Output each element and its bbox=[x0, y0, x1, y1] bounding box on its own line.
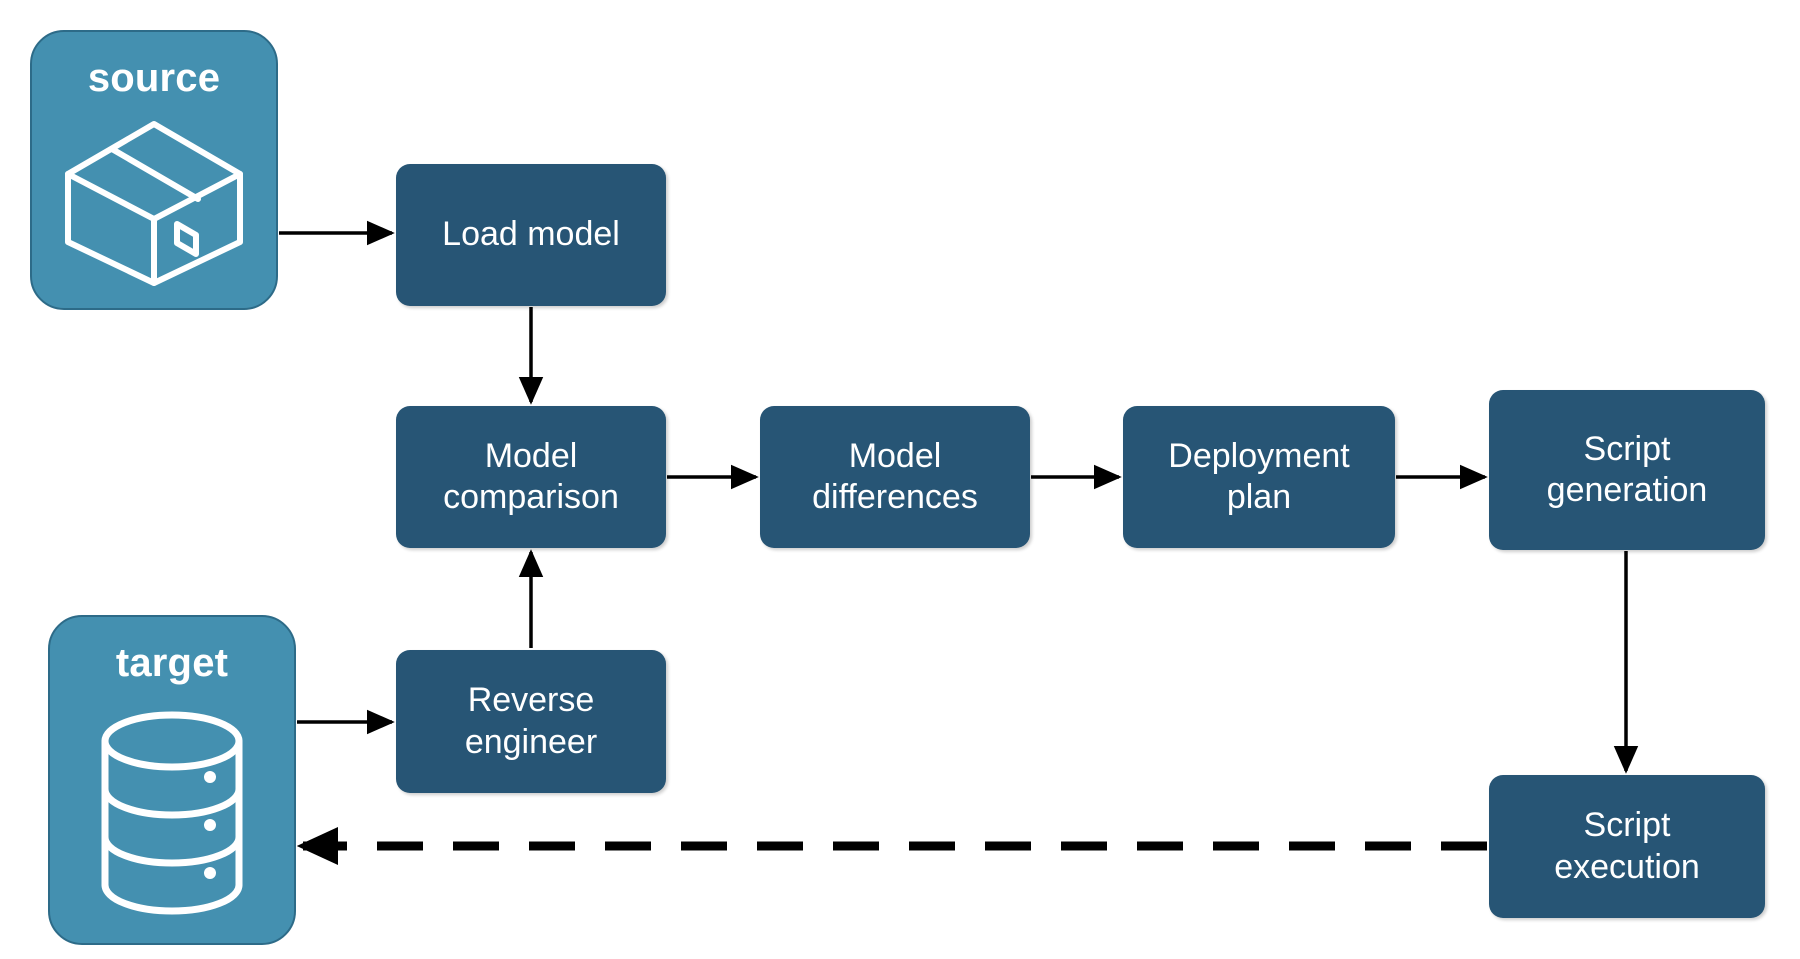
node-script-generation[interactable]: Script generation bbox=[1489, 390, 1765, 550]
node-script-execution[interactable]: Script execution bbox=[1489, 775, 1765, 918]
reverse-engineer-label: Reverse engineer bbox=[464, 681, 598, 761]
database-cylinder-icon bbox=[50, 683, 294, 943]
node-reverse-engineer[interactable]: Reverse engineer bbox=[396, 650, 666, 793]
node-target[interactable]: target bbox=[48, 615, 296, 945]
node-model-comparison[interactable]: Model comparison bbox=[396, 406, 666, 548]
model-comparison-label: Model comparison bbox=[443, 436, 619, 516]
package-box-icon bbox=[32, 98, 276, 308]
script-generation-label: Script generation bbox=[1546, 429, 1708, 509]
source-label: source bbox=[87, 56, 221, 100]
load-model-label: Load model bbox=[442, 215, 620, 254]
node-model-differences[interactable]: Model differences bbox=[760, 406, 1030, 548]
target-label: target bbox=[115, 641, 229, 685]
model-differences-label: Model differences bbox=[812, 436, 978, 516]
node-load-model[interactable]: Load model bbox=[396, 164, 666, 306]
node-deployment-plan[interactable]: Deployment plan bbox=[1123, 406, 1395, 548]
deployment-plan-label: Deployment plan bbox=[1168, 436, 1350, 516]
script-execution-label: Script execution bbox=[1554, 806, 1700, 886]
node-source[interactable]: source bbox=[30, 30, 278, 310]
